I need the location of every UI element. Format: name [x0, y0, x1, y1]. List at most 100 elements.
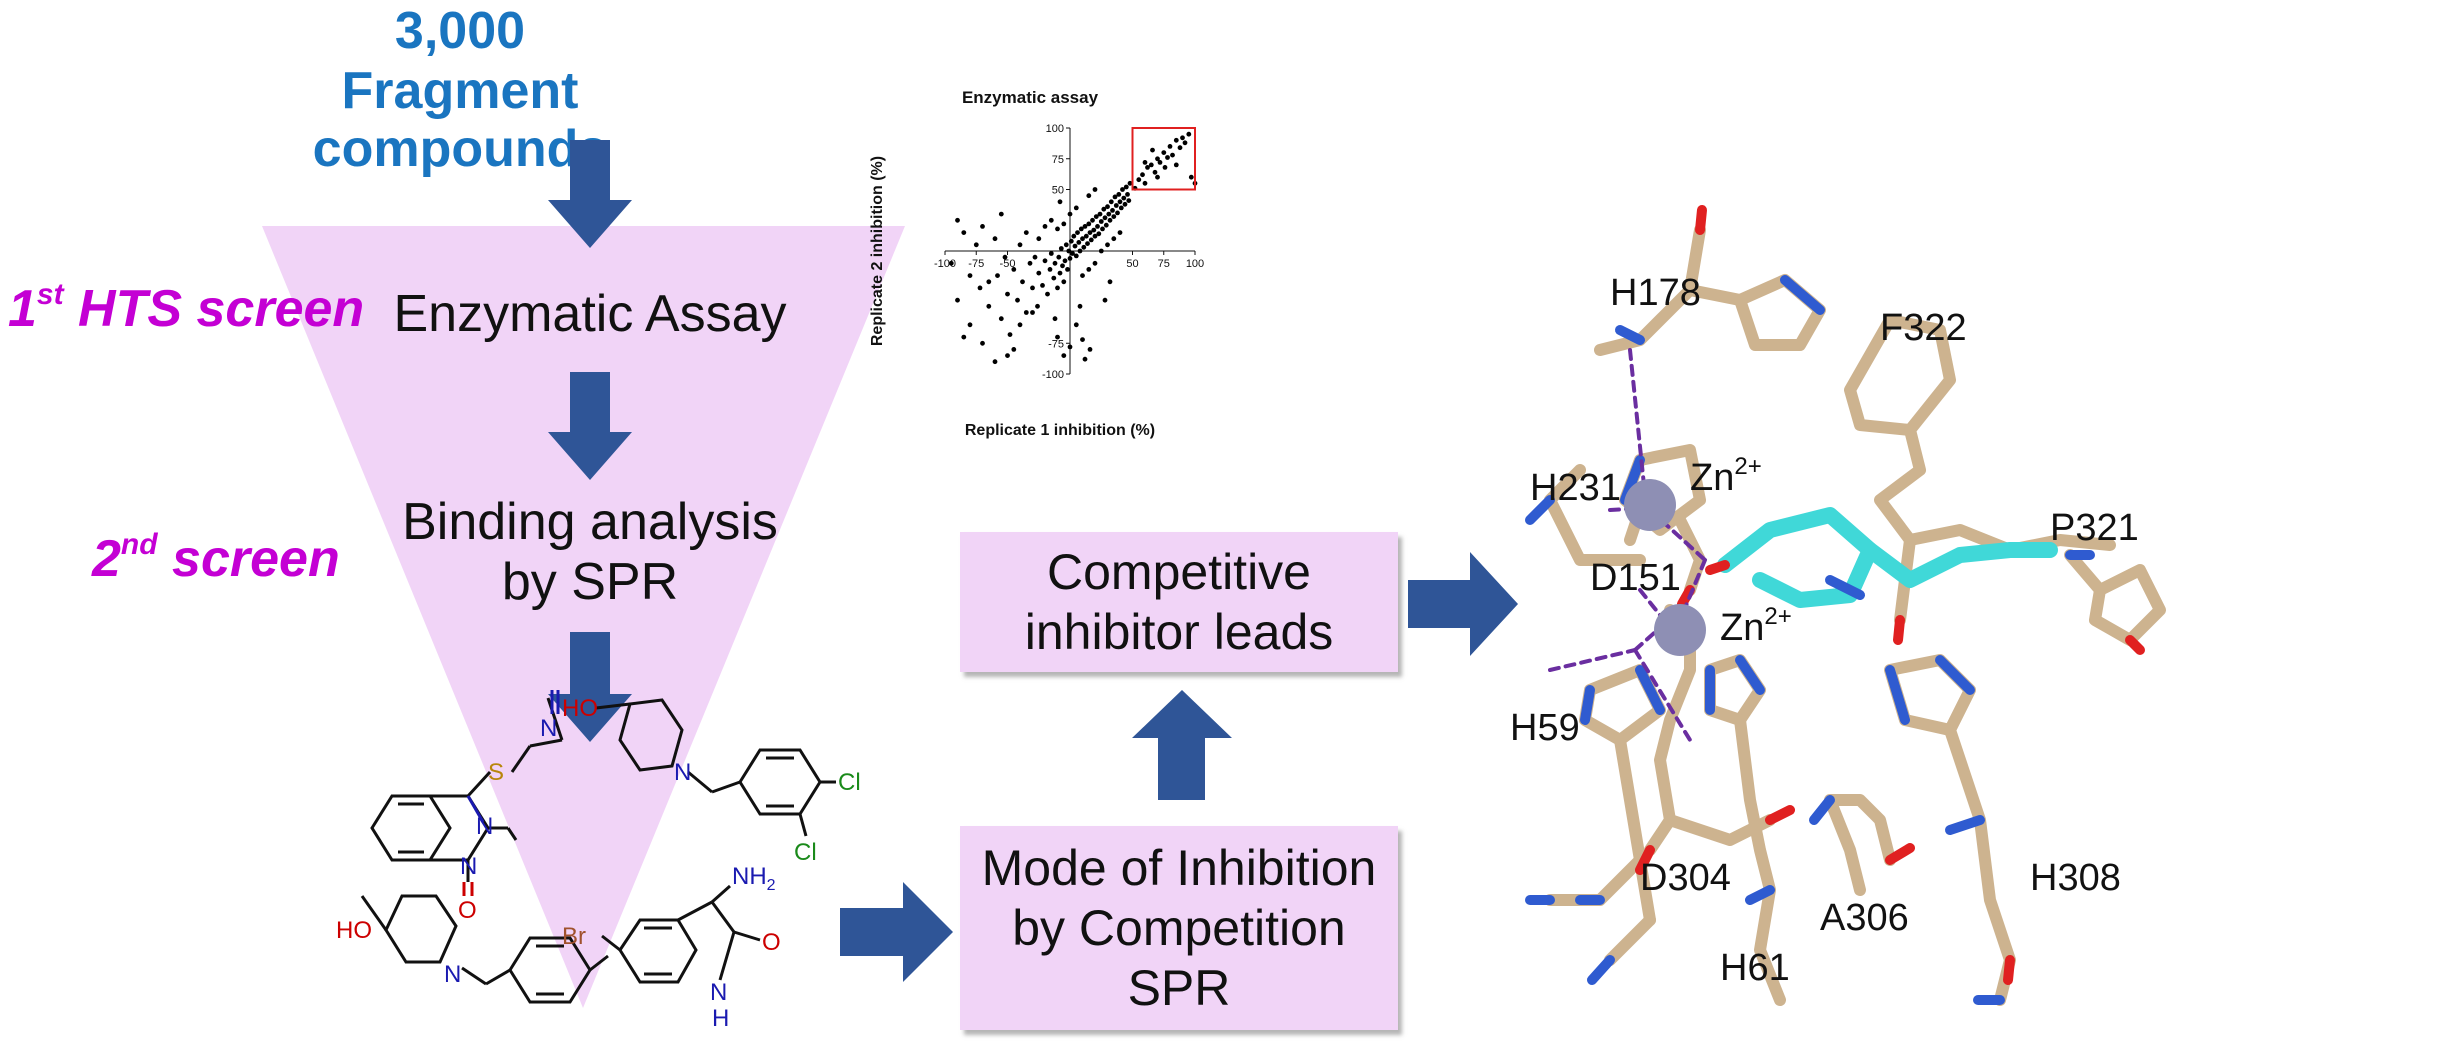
- data-point: [1150, 147, 1155, 153]
- data-point: [1098, 219, 1104, 224]
- data-point: [992, 236, 998, 242]
- data-point: [1052, 316, 1058, 322]
- atom-n-nitrile: N: [540, 715, 557, 742]
- data-point: [1077, 248, 1083, 254]
- residue-d304: D304: [1640, 857, 1731, 899]
- data-point: [1108, 199, 1114, 205]
- data-point: [1061, 279, 1067, 285]
- data-point: [1080, 337, 1085, 342]
- data-point: [1017, 322, 1023, 328]
- residue-f322: F322: [1880, 307, 1967, 349]
- arrow-down-3: [548, 632, 632, 742]
- fragment-hit-structures: N S N N O HO N Cl Cl HO N Br NH2 O N H: [336, 690, 861, 1032]
- atom-cl-1: Cl: [838, 769, 861, 796]
- data-point: [1105, 204, 1110, 210]
- data-point: [1052, 260, 1058, 266]
- data-point: [1177, 145, 1183, 151]
- fragment-count: 3,000: [394, 2, 526, 60]
- data-point: [1090, 217, 1095, 223]
- data-point: [1092, 260, 1098, 266]
- data-point: [1032, 254, 1038, 260]
- data-point: [1005, 291, 1010, 297]
- data-point: [1118, 205, 1124, 211]
- atom-s: S: [488, 759, 504, 786]
- arrow-right-1: [840, 882, 953, 982]
- data-point: [1035, 303, 1040, 309]
- data-point: [1136, 177, 1142, 183]
- data-point: [1068, 238, 1074, 244]
- data-point: [967, 322, 973, 328]
- data-point: [1077, 303, 1083, 309]
- data-point: [1005, 353, 1010, 358]
- data-point: [1065, 267, 1070, 272]
- competitive-inhibitor-leads-text: Competitive inhibitor leads: [1024, 544, 1334, 660]
- data-point: [1127, 180, 1133, 186]
- data-point: [1080, 236, 1085, 242]
- zinc-label-1: Zn2+: [1690, 453, 1762, 499]
- data-point: [1066, 248, 1072, 254]
- data-point: [1086, 267, 1092, 272]
- data-point: [1042, 224, 1048, 229]
- arrow-up-1: [1132, 690, 1232, 800]
- data-point: [998, 211, 1004, 217]
- residue-d151: D151: [1590, 557, 1681, 599]
- data-point: [1092, 187, 1098, 192]
- data-point: [1101, 206, 1107, 212]
- data-point: [1030, 285, 1035, 291]
- atom-ho-1: HO: [562, 695, 598, 722]
- data-point: [1086, 193, 1092, 199]
- data-point: [1061, 221, 1067, 227]
- data-point: [1048, 251, 1054, 256]
- data-point: [1067, 344, 1073, 350]
- data-point: [1098, 248, 1104, 254]
- active-site-structure: H178 Zn2+ F322 H231 P321 D151 Zn2+ H59 D…: [1510, 205, 2166, 1006]
- atom-cl-2: Cl: [794, 839, 817, 866]
- data-point: [1070, 251, 1075, 256]
- residue-p321: P321: [2050, 507, 2139, 549]
- data-point: [1076, 240, 1082, 245]
- binding-analysis-step: Binding analysis by SPR: [380, 492, 800, 612]
- data-point: [986, 279, 992, 285]
- data-point: [1017, 242, 1023, 248]
- data-point: [1088, 237, 1094, 243]
- atom-n-piperidine-1: N: [674, 759, 691, 786]
- data-point: [1080, 273, 1085, 278]
- data-point: [973, 242, 979, 248]
- data-point: [1085, 241, 1090, 247]
- y-tick-label: 100: [1046, 123, 1064, 135]
- y-tick-label: -100: [1042, 369, 1064, 381]
- binding-analysis-line2: by SPR: [501, 553, 679, 611]
- data-point: [1072, 243, 1078, 249]
- data-point: [961, 334, 967, 340]
- data-point: [1157, 160, 1163, 165]
- data-point: [1020, 279, 1025, 285]
- data-point: [1117, 199, 1123, 205]
- data-point: [1113, 203, 1119, 208]
- data-point: [1087, 347, 1093, 352]
- arrow-down-1: [548, 140, 632, 248]
- data-point: [980, 224, 985, 229]
- data-point: [1002, 254, 1008, 260]
- atom-ho-2: HO: [336, 917, 372, 944]
- zinc-label-2: Zn2+: [1720, 603, 1792, 649]
- data-point: [1140, 172, 1145, 178]
- data-point: [1148, 162, 1154, 168]
- atom-n-piperidine-2: N: [444, 961, 461, 988]
- benzene-ring-1: [370, 794, 452, 862]
- data-point: [1073, 253, 1079, 259]
- data-point: [998, 316, 1004, 322]
- data-point: [1071, 233, 1077, 239]
- x-tick-label: 75: [1158, 258, 1170, 270]
- data-point: [1023, 310, 1029, 315]
- benzene-ring-4: [618, 918, 698, 984]
- data-point: [1186, 131, 1192, 137]
- residue-h178: H178: [1610, 272, 1701, 314]
- data-point: [1055, 285, 1060, 291]
- data-point: [1116, 192, 1122, 197]
- fragment-label: Fragment compounds: [312, 62, 608, 178]
- data-point: [1111, 214, 1117, 220]
- data-point: [1121, 195, 1127, 201]
- data-point: [1082, 356, 1088, 362]
- screening-funnel: [262, 226, 905, 1008]
